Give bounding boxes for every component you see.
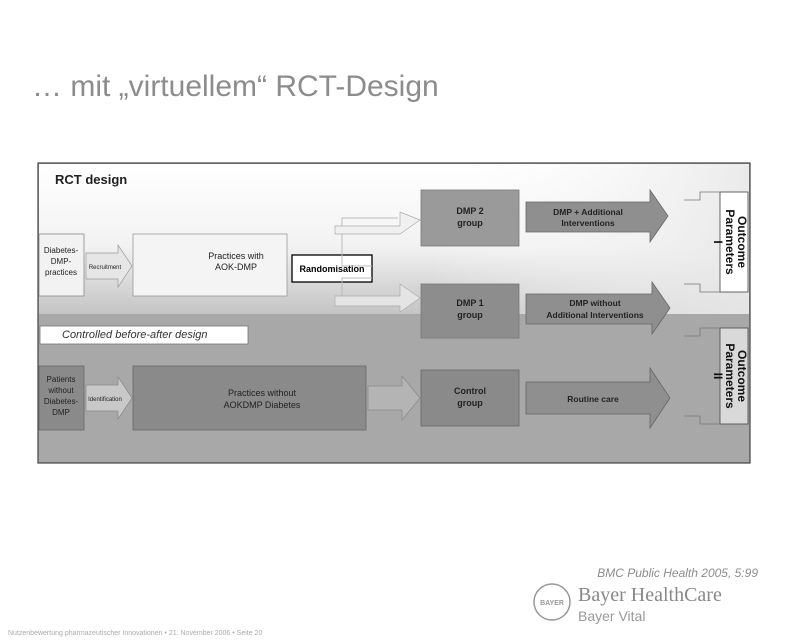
outcome-1-line-2: Parameters: [723, 209, 737, 275]
dmp-additional-line-1: DMP + Additional: [553, 207, 623, 217]
diabetes-dmp-practices-box: [38, 233, 85, 297]
patients-without-line-1: Patients: [47, 375, 76, 384]
to-dmp1-arrow: [334, 283, 421, 313]
outcome-2-line-3: II: [711, 373, 725, 380]
bayer-cross-logo: BAYER: [533, 583, 571, 621]
recruitment-arrow: [85, 243, 133, 289]
dmp-without-line-2: Additional Interventions: [546, 310, 644, 320]
outcome-2-box: [719, 327, 749, 425]
diabetes-dmp-line-1: Diabetes-: [44, 246, 79, 255]
dmp2-line-2: group: [457, 218, 483, 228]
citation: BMC Public Health 2005, 5:99: [597, 566, 758, 580]
dmp-without-arrow: [525, 280, 671, 336]
control-group-box: [420, 369, 520, 427]
dmp1-line-2: group: [457, 310, 483, 320]
patients-without-line-4: DMP: [52, 408, 70, 417]
rct-design-label: RCT design: [55, 172, 128, 187]
brand-name: Bayer HealthCare: [578, 584, 722, 606]
slide-title: … mit „virtuellem“ RCT-Design: [32, 70, 439, 103]
dmp1-line-1: DMP 1: [456, 298, 483, 308]
control-line-1: Control: [454, 386, 486, 396]
practices-with-line-1: Practices with: [208, 251, 264, 261]
to-dmp2-arrow: [334, 211, 421, 235]
outcome-1-box: [719, 191, 749, 293]
identification-arrow: [85, 375, 133, 421]
logo-cross-text: BAYER: [540, 600, 564, 607]
practices-without-box: [132, 365, 367, 431]
dmp2-line-1: DMP 2: [456, 206, 483, 216]
dmp-without-line-1: DMP without: [569, 298, 620, 308]
recruitment-label: Recruitment: [89, 265, 122, 271]
outcome-1-line-3: I: [711, 240, 725, 243]
outcome-1-line-1: Outcome: [735, 216, 749, 268]
routine-care-arrow: [525, 366, 671, 430]
brand-subtitle: Bayer Vital: [578, 608, 646, 624]
randomisation-label: Randomisation: [299, 264, 364, 274]
cba-design-label: Controlled before-after design: [62, 329, 208, 341]
outcome-2-line-2: Parameters: [723, 343, 737, 409]
outcome-2-line-1: Outcome: [735, 350, 749, 402]
diabetes-dmp-line-2: DMP-: [51, 257, 72, 266]
patients-without-line-3: Diabetes-: [44, 397, 79, 406]
practices-with-line-2: AOK-DMP: [215, 262, 257, 272]
identification-label: Identification: [88, 397, 122, 403]
to-control-arrow: [367, 375, 421, 421]
footer-text: Nutzenbewertung pharmazeutischer Innovat…: [8, 630, 263, 637]
cba-label-bar: [39, 325, 249, 345]
practices-without-line-2: AOKDMP Diabetes: [224, 400, 301, 410]
practices-without-line-1: Practices without: [228, 388, 297, 398]
control-line-2: group: [457, 398, 483, 408]
dmp-additional-arrow: [525, 188, 669, 244]
dmp-additional-line-2: Interventions: [561, 218, 615, 228]
diabetes-dmp-line-3: practices: [45, 268, 77, 277]
patients-without-line-2: without: [47, 386, 74, 395]
patients-without-box: [38, 365, 85, 431]
dmp2-group-box: [420, 189, 520, 247]
randomisation-box: [291, 254, 373, 283]
dmp1-group-box: [420, 283, 520, 339]
practices-with-aok-box: [132, 233, 288, 297]
routine-care-label: Routine care: [567, 394, 619, 404]
